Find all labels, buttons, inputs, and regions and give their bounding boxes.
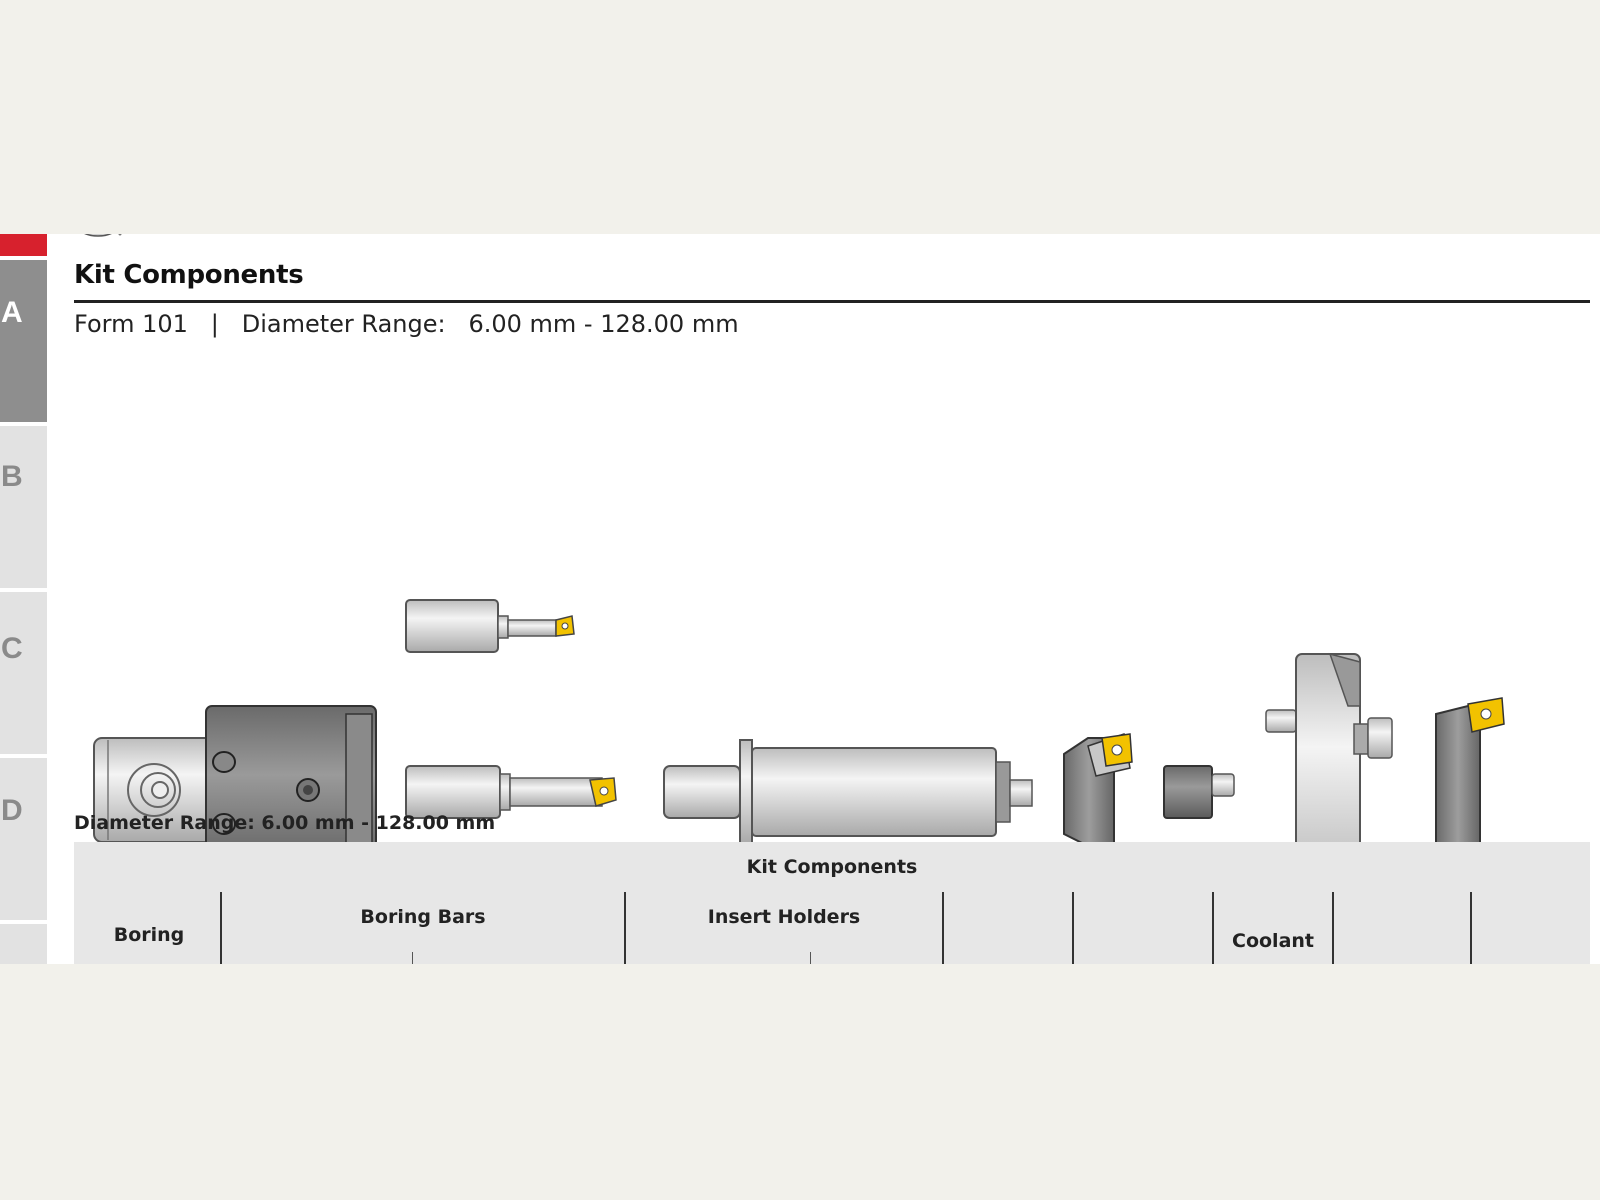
extension-bar xyxy=(663,739,1033,845)
col-header-insert-holders: Insert Holders xyxy=(707,906,861,928)
tab-c-label: C xyxy=(1,632,23,665)
company-logo xyxy=(84,234,122,237)
tab-a[interactable]: A xyxy=(0,260,47,422)
catalog-page: A B C D Kit Components Form 101 | Diamet… xyxy=(0,234,1600,964)
holder-right xyxy=(1435,697,1505,871)
table-group-header: Kit Components xyxy=(746,856,918,878)
tab-d-label: D xyxy=(1,794,23,827)
page-subtitle: Form 101 | Diameter Range: 6.00 mm - 128… xyxy=(74,310,739,338)
tab-b-label: B xyxy=(1,460,23,493)
tab-d[interactable]: D xyxy=(0,758,47,920)
sub-col-divider xyxy=(810,952,811,964)
boring-bar-medium xyxy=(405,765,617,819)
col-header-coolant: Coolant xyxy=(1232,930,1314,952)
col-divider xyxy=(942,892,944,964)
col-divider xyxy=(624,892,626,964)
accent-bar xyxy=(0,234,47,256)
diameter-range-label: Diameter Range: 6.00 mm - 128.00 mm xyxy=(74,812,496,834)
col-divider xyxy=(1470,892,1472,964)
col-divider xyxy=(220,892,222,964)
insert-holder xyxy=(1063,733,1133,847)
tab-c[interactable]: C xyxy=(0,592,47,754)
page-title: Kit Components xyxy=(74,260,304,290)
kit-components-table: Kit Components Boring Boring Bars Insert… xyxy=(74,842,1590,964)
col-header-boring-bars: Boring Bars xyxy=(360,906,486,928)
col-divider xyxy=(1072,892,1074,964)
sub-col-divider xyxy=(412,952,413,964)
section-tabs: A B C D xyxy=(0,234,48,964)
tab-e[interactable] xyxy=(0,924,47,964)
col-divider xyxy=(1212,892,1214,964)
boring-bar-small xyxy=(405,599,575,653)
adapter xyxy=(1163,765,1235,819)
col-divider xyxy=(1332,892,1334,964)
tab-a-label: A xyxy=(1,296,23,329)
title-divider xyxy=(74,300,1590,303)
col-header-boring-head: Boring xyxy=(113,924,185,946)
tab-b[interactable]: B xyxy=(0,426,47,588)
